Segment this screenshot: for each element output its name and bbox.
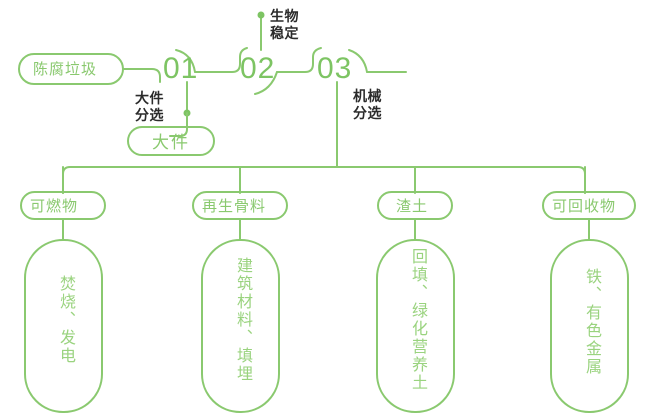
stage-01-output-pill-label[interactable]: 大件 (152, 133, 190, 152)
treatment-text-1: 焚烧、发电 (57, 275, 74, 365)
distribution-bus (62, 166, 586, 194)
category-pill-label-2[interactable]: 再生骨料 (202, 198, 267, 215)
treatment-text-2: 建筑材料、填埋 (234, 257, 251, 383)
bracket-arc-03 (348, 49, 368, 73)
link-source-to-01 (122, 68, 161, 83)
stage-number-03[interactable]: 03 (317, 52, 353, 85)
stage-01-process-label: 大件 分选 (135, 90, 164, 123)
bulky-pill-outline (127, 126, 215, 156)
bracket-arc-02 (254, 71, 278, 95)
stage-number-01[interactable]: 01 (163, 52, 199, 85)
bracket-arc-01 (175, 49, 196, 73)
treatment-text-3: 回填、绿化营养土 (409, 248, 426, 392)
stage-number-02[interactable]: 02 (240, 52, 276, 85)
link-bulky-dot-to-pill (169, 112, 188, 137)
treatment-box-outline-1 (24, 239, 103, 413)
category-pill-label-1[interactable]: 可燃物 (30, 198, 79, 215)
treatment-box-outline-3 (376, 239, 455, 413)
treatment-box-outline-2 (201, 239, 280, 413)
category-pill-label-3[interactable]: 渣土 (396, 198, 429, 215)
link-02-to-03 (276, 47, 322, 73)
treatment-text-4: 铁、有色金属 (583, 268, 600, 376)
link-01-to-02 (194, 47, 248, 73)
dot-bio-stable (257, 11, 265, 19)
treatment-box-outline-4 (550, 239, 629, 413)
stage-02-process-label: 生物 稳定 (270, 8, 299, 41)
category-pill-label-4[interactable]: 可回收物 (552, 198, 617, 215)
stage-03-process-label: 机械 分选 (353, 88, 382, 121)
source-pill-label[interactable]: 陈腐垃圾 (33, 61, 98, 78)
